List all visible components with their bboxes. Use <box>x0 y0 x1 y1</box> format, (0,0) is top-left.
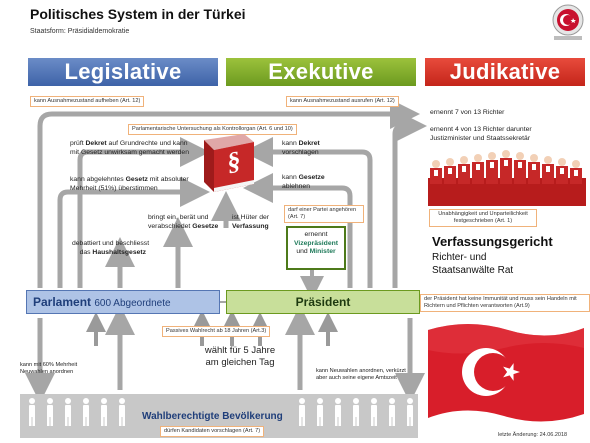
text-decree-propose: kann Dekret vorschlagen <box>282 140 320 156</box>
text-decree-check: prüft Dekret auf Grundrechte und kann mi… <box>70 140 189 156</box>
text-override: kann abgelehntes Gesetz mit absoluter Me… <box>70 176 189 192</box>
judicative-header: Judikative <box>425 58 585 86</box>
svg-text:§: § <box>228 146 241 177</box>
note-parliamentary-inquiry: Parlamentarische Untersuchung als Kontro… <box>128 124 297 135</box>
judges-icon <box>428 150 586 206</box>
parliament-box: Parlament 600 Abgeordnete <box>26 290 220 314</box>
text-laws: bringt ein, berät und verabschiedet Gese… <box>148 214 219 230</box>
text-judges-4: ernennt 4 von 13 Richter darunter Justiz… <box>430 126 532 142</box>
note-passive-vote: Passives Wahlrecht ab 18 Jahren (Art.3) <box>162 326 271 337</box>
executive-header: Exekutive <box>226 58 416 86</box>
text-guardian: ist Hüter der Verfassung <box>232 214 270 230</box>
people-icon <box>29 398 413 426</box>
parliament-emblem-icon <box>552 4 584 40</box>
note-party-membership: darf einer Partei angehören (Art. 7) <box>284 205 364 223</box>
note-candidates: dürfen Kandidaten vorschlagen (Art. 7) <box>160 426 265 437</box>
footer-last-change: letzte Änderung: 24.06.2018 <box>498 432 568 438</box>
note-emergency-lift: kann Ausnahmezustand aufheben (Art. 12) <box>30 96 145 107</box>
population-label: Wahlberechtigte Bevölkerung <box>142 411 283 422</box>
page-title: Politisches System in der Türkei <box>30 6 246 22</box>
legislative-header: Legislative <box>28 58 218 86</box>
appointments-box: ernennt Vizepräsident und Minister <box>286 226 346 270</box>
page-subtitle: Staatsform: Präsidialdemokratie <box>30 28 130 35</box>
note-judges-independence: Unabhängigkeit und Unparteilichkeit fest… <box>429 209 537 227</box>
president-box: Präsident <box>226 290 420 314</box>
note-emergency-declare: kann Ausnahmezustand ausrufen (Art. 12) <box>286 96 399 107</box>
text-veto: kann Gesetze ablehnen <box>282 174 325 190</box>
constitution-book-icon: § <box>204 134 254 192</box>
turkish-flag <box>428 324 584 422</box>
note-immunity: der Präsident hat keine Immunität und mu… <box>420 294 590 312</box>
court-title: Verfassungsgericht <box>432 234 553 249</box>
text-budget: debattiert und beschliesst das Haushalts… <box>72 240 150 256</box>
text-judges-7: ernennt 7 von 13 Richter <box>430 109 505 116</box>
